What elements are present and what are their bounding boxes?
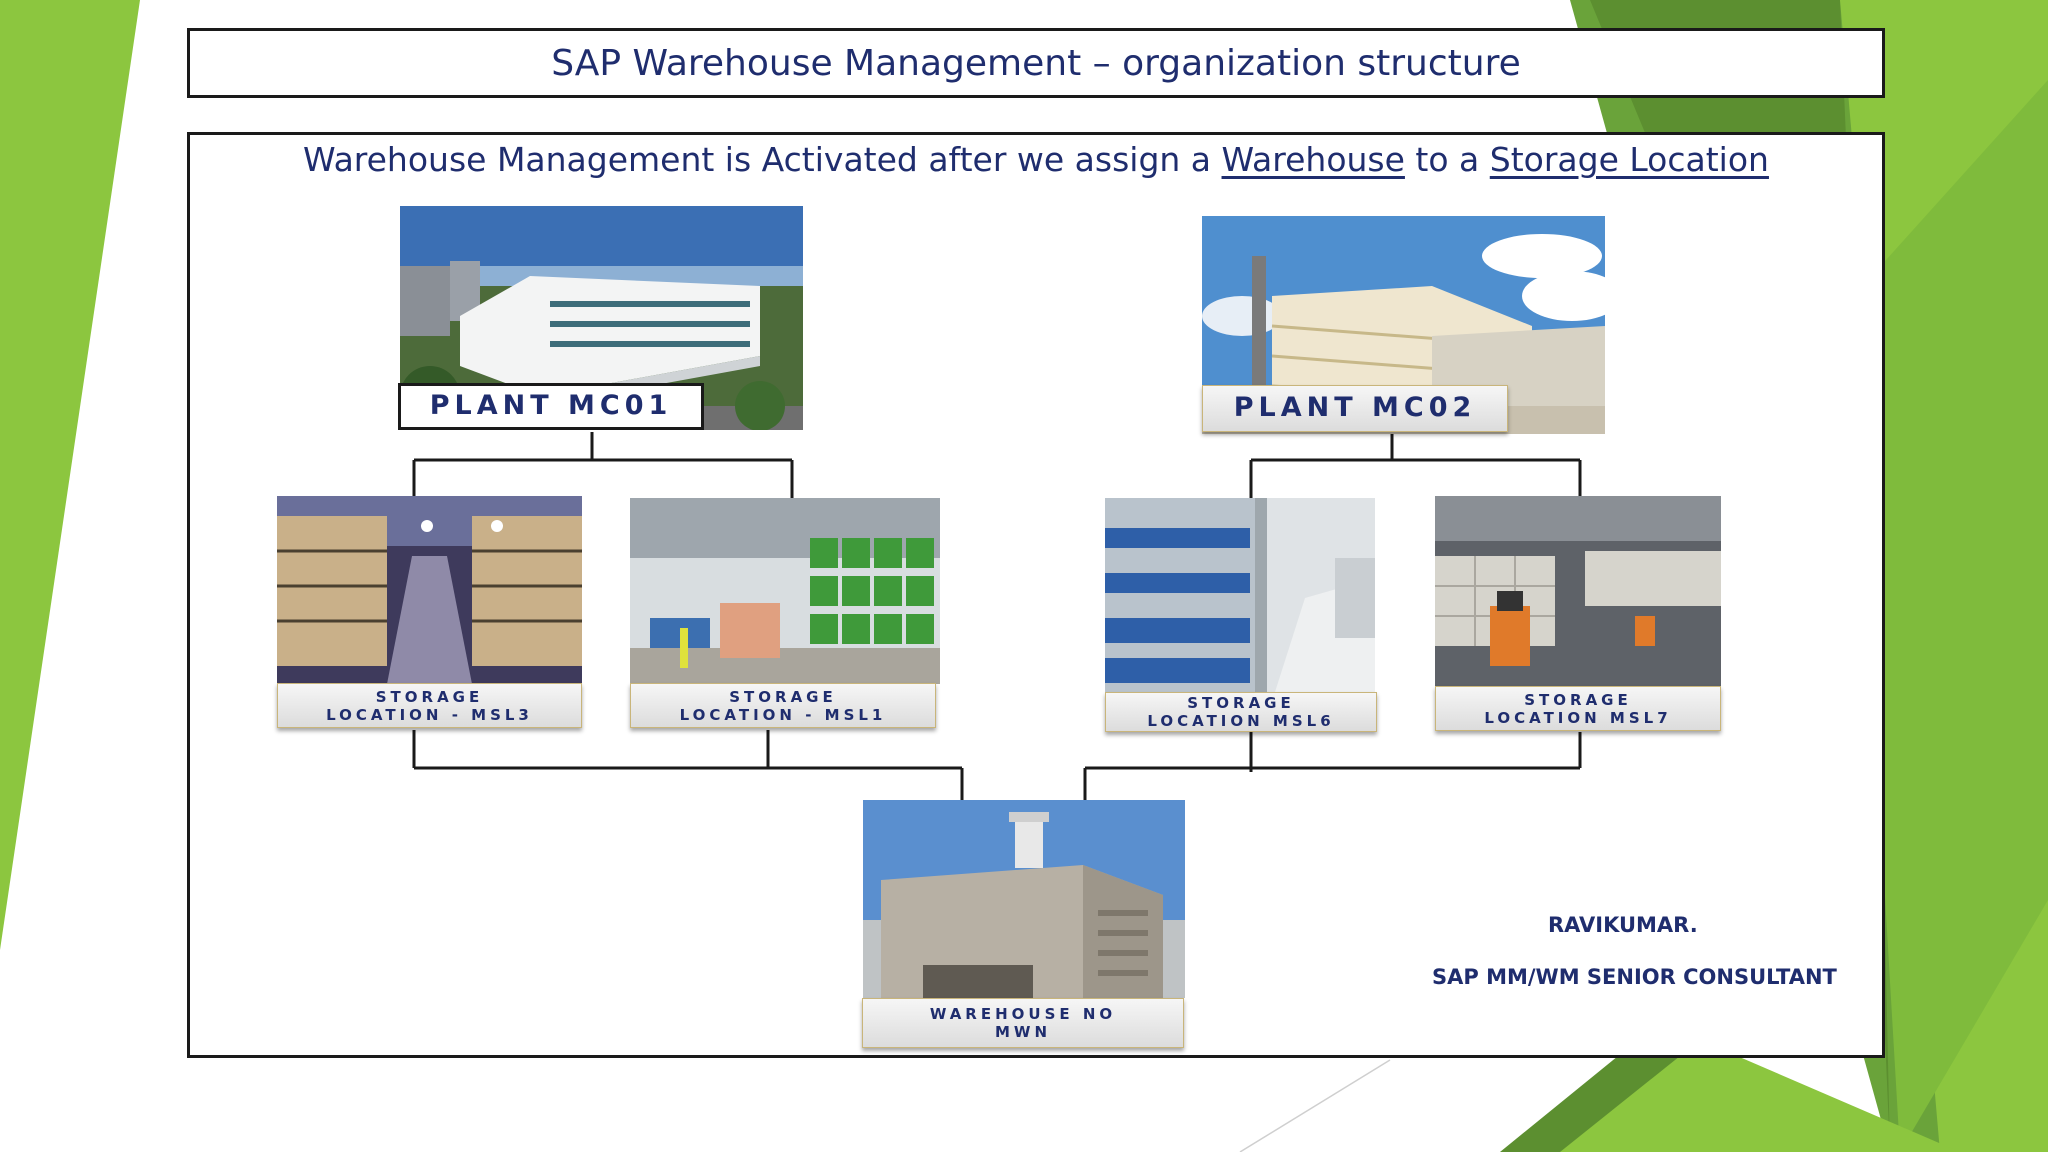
storage-msl1-label: STORAGE LOCATION - MSL1 [630,683,936,728]
warehouse-line2: MWN [994,1023,1052,1041]
title-box: SAP Warehouse Management – organization … [187,28,1885,98]
plant-mc01-text: PLANT MC01 [429,390,673,422]
storage-msl7-line2: LOCATION MSL7 [1484,708,1672,727]
warehouse-mwn-label: WAREHOUSE NO MWN [862,998,1184,1048]
subtitle-storage-location: Storage Location [1489,140,1769,179]
storage-msl6-line2: LOCATION MSL6 [1147,712,1335,730]
plant-mc01-label: PLANT MC01 [398,383,704,430]
author-role: SAP MM/WM SENIOR CONSULTANT [1432,965,1837,989]
warehouse-racks-photo [277,496,582,684]
forklift-photo [1435,496,1721,686]
warehouse-building-photo [863,800,1185,998]
storage-msl1-line1: STORAGE [729,687,837,706]
blue-racks-photo [1105,498,1375,692]
subtitle: Warehouse Management is Activated after … [188,140,1884,179]
warehouse-line1: WAREHOUSE NO [929,1005,1117,1023]
subtitle-prefix: Warehouse Management is Activated after … [303,140,1222,179]
storage-msl3-line1: STORAGE [375,687,484,706]
storage-msl3-label: STORAGE LOCATION - MSL3 [277,683,582,728]
storage-msl7-label: STORAGE LOCATION MSL7 [1435,686,1721,731]
subtitle-middle: to a [1404,140,1490,179]
drums-storage-photo [630,498,940,684]
storage-msl7-line1: STORAGE [1524,690,1632,709]
plant-mc02-label: PLANT MC02 [1202,385,1508,432]
storage-msl6-line1: STORAGE [1187,694,1295,712]
storage-msl1-line2: LOCATION - MSL1 [679,705,887,724]
subtitle-warehouse: Warehouse [1221,140,1405,179]
page-title: SAP Warehouse Management – organization … [551,42,1521,84]
storage-msl3-line2: LOCATION - MSL3 [326,705,533,724]
author-name: RAVIKUMAR. [1548,913,1698,937]
plant-mc02-text: PLANT MC02 [1233,392,1477,424]
storage-msl6-label: STORAGE LOCATION MSL6 [1105,692,1377,732]
